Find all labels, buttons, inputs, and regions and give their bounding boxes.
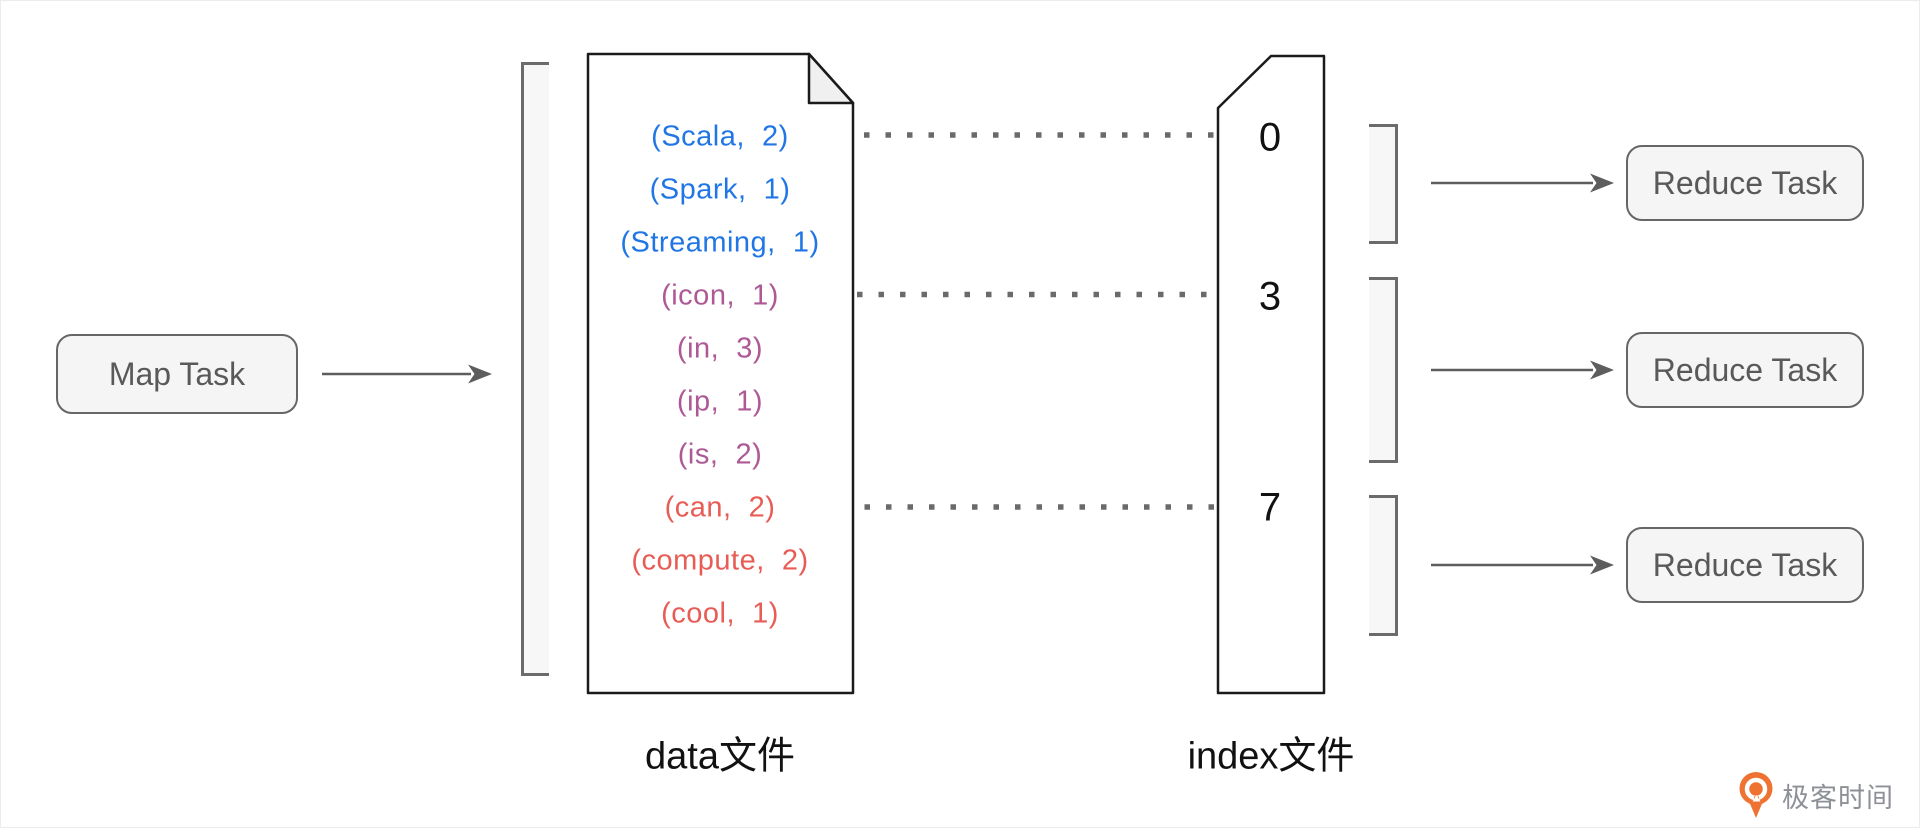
- data-file-fold-corner: [807, 52, 855, 105]
- index-offset-3: 3: [1258, 274, 1282, 319]
- index-file-label: index文件: [1187, 735, 1355, 778]
- data-entry-0: (Scala, 2): [651, 120, 789, 153]
- reduce-task-node-1: Reduce Task: [1626, 145, 1864, 221]
- reduce-task-label: Reduce Task: [1652, 546, 1838, 583]
- data-entry-1: (Spark, 1): [649, 173, 791, 206]
- index-offset-0: 0: [1258, 115, 1282, 160]
- segment-1-arrow: [1431, 173, 1614, 193]
- data-file-bracket: [521, 62, 549, 676]
- data-entry-9: (cool, 1): [661, 597, 779, 630]
- reduce-task-node-3: Reduce Task: [1626, 527, 1864, 603]
- data-entry-8: (compute, 2): [631, 544, 809, 577]
- data-file-label: data文件: [645, 735, 795, 778]
- data-entry-5: (ip, 1): [676, 385, 764, 418]
- reduce-task-node-2: Reduce Task: [1626, 332, 1864, 408]
- segment-3-arrow: [1431, 555, 1614, 575]
- segment-3-bracket: [1369, 495, 1398, 636]
- geektime-logo-icon: [1739, 772, 1773, 818]
- reduce-task-label: Reduce Task: [1652, 351, 1838, 388]
- geektime-logo-text: 极客时间: [1782, 782, 1894, 813]
- data-entry-2: (Streaming, 1): [620, 226, 820, 259]
- map-task-node: Map Task: [56, 334, 298, 414]
- index-file-shape: [1216, 54, 1326, 695]
- data-entry-4: (in, 3): [676, 332, 764, 365]
- map-to-data-arrow: [322, 364, 492, 384]
- segment-1-bracket: [1369, 124, 1398, 244]
- data-file-shape: [586, 52, 855, 695]
- geektime-logo: 极客时间: [1739, 771, 1894, 819]
- reduce-task-label: Reduce Task: [1652, 164, 1838, 201]
- data-entry-6: (is, 2): [677, 438, 763, 471]
- index-offset-7: 7: [1258, 485, 1282, 530]
- map-task-label: Map Task: [108, 355, 246, 392]
- data-entry-7: (can, 2): [664, 491, 776, 524]
- segment-2-bracket: [1369, 277, 1398, 463]
- data-entry-3: (icon, 1): [661, 279, 779, 312]
- segment-2-arrow: [1431, 360, 1614, 380]
